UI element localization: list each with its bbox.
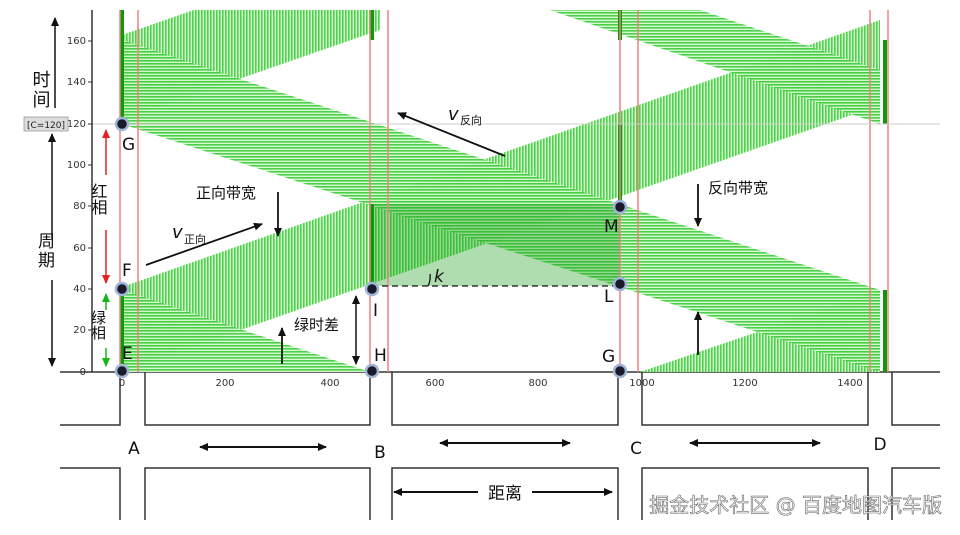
time-axis-label: 时间 — [30, 70, 51, 110]
x-tick-1200: 1200 — [732, 378, 757, 389]
reverse-band-upper — [550, 10, 880, 124]
v-forward-main: v — [172, 222, 183, 243]
point-labels: G F E I H M L G — [122, 135, 619, 367]
label-g-bottom: G — [602, 347, 615, 367]
distance-label: 距离 — [488, 484, 522, 504]
label-i: I — [373, 301, 378, 321]
period-label: 周期 — [34, 232, 55, 270]
y-tick-120: 120 — [67, 119, 86, 130]
reverse-bandwidth-label: 反向带宽 — [708, 179, 768, 197]
k-label: k — [434, 267, 445, 287]
x-tick-1400: 1400 — [837, 378, 862, 389]
intersection-labels: A B C D — [128, 435, 886, 463]
label-m: M — [604, 217, 619, 237]
reverse-velocity-arrow — [397, 112, 506, 157]
y-axis-ticks: 0 20 40 60 80 100 120 140 160 — [67, 36, 92, 378]
time-space-plot — [121, 10, 880, 372]
cycle-marker-box — [23, 116, 69, 132]
point-g-bottom — [612, 363, 628, 379]
x-tick-0: 0 — [119, 378, 125, 389]
x-tick-400: 400 — [320, 378, 339, 389]
point-h — [364, 363, 380, 379]
intersection-c: C — [630, 439, 642, 459]
y-tick-0: 0 — [80, 367, 86, 378]
y-tick-20: 20 — [73, 325, 86, 336]
point-i — [364, 281, 380, 297]
red-phase-label: 红相 — [89, 183, 108, 215]
label-h: H — [374, 346, 387, 366]
segment-arrows — [199, 439, 821, 451]
intersection-d: D — [873, 435, 886, 455]
y-tick-100: 100 — [67, 160, 86, 171]
y-tick-160: 160 — [67, 36, 86, 47]
point-e — [114, 363, 130, 379]
point-m — [612, 199, 628, 215]
key-points — [114, 116, 628, 379]
y-tick-40: 40 — [73, 284, 86, 295]
v-reverse-main: v — [448, 104, 459, 125]
reverse-band-lower-left — [122, 290, 370, 372]
point-f — [114, 281, 130, 297]
x-tick-800: 800 — [528, 378, 547, 389]
intersection-b: B — [374, 443, 386, 463]
v-forward-sub: 正向 — [184, 232, 206, 246]
intersection-a: A — [128, 439, 140, 459]
k-angle-arc — [427, 273, 431, 287]
x-tick-600: 600 — [425, 378, 444, 389]
x-tick-200: 200 — [215, 378, 234, 389]
band-overlaps — [372, 204, 620, 286]
y-tick-140: 140 — [67, 77, 86, 88]
point-g-top — [114, 116, 130, 132]
point-l — [612, 276, 628, 292]
intersection-boundaries — [119, 10, 889, 372]
label-f: F — [122, 261, 132, 281]
forward-band-next — [620, 290, 880, 372]
green-phase-label: 绿相 — [89, 310, 107, 340]
reverse-band-main — [122, 40, 880, 372]
label-e: E — [122, 344, 133, 364]
v-reverse-sub: 反向 — [460, 113, 482, 127]
y-tick-80: 80 — [73, 201, 86, 212]
label-g-top: G — [122, 135, 135, 155]
forward-bandwidth-label: 正向带宽 — [196, 184, 256, 202]
x-axis-ticks: 0 200 400 600 800 1000 1200 1400 — [119, 378, 863, 389]
y-tick-60: 60 — [73, 243, 86, 254]
cycle-marker: [C=120] — [27, 121, 65, 131]
x-tick-1000: 1000 — [629, 378, 654, 389]
label-l: L — [604, 287, 614, 307]
forward-velocity-arrow — [145, 222, 263, 266]
green-offset-label: 绿时差 — [294, 316, 339, 334]
watermark: 掘金技术社区 @ 百度地图汽车版 — [649, 493, 942, 517]
